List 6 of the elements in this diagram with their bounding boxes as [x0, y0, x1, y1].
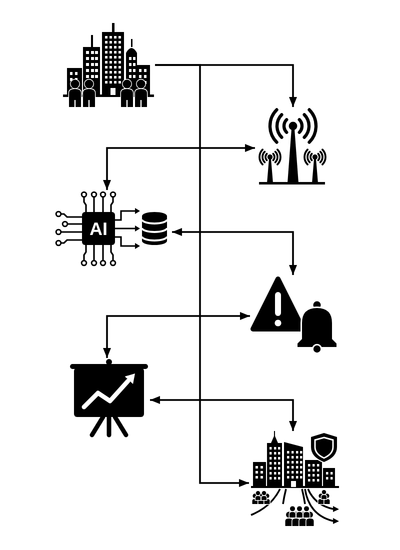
- arrow: [155, 64, 249, 487]
- arrow: [103, 312, 250, 358]
- arrow: [172, 228, 297, 275]
- arrow: [150, 396, 297, 431]
- arrow: [103, 144, 255, 190]
- chip-label: AI: [90, 220, 108, 238]
